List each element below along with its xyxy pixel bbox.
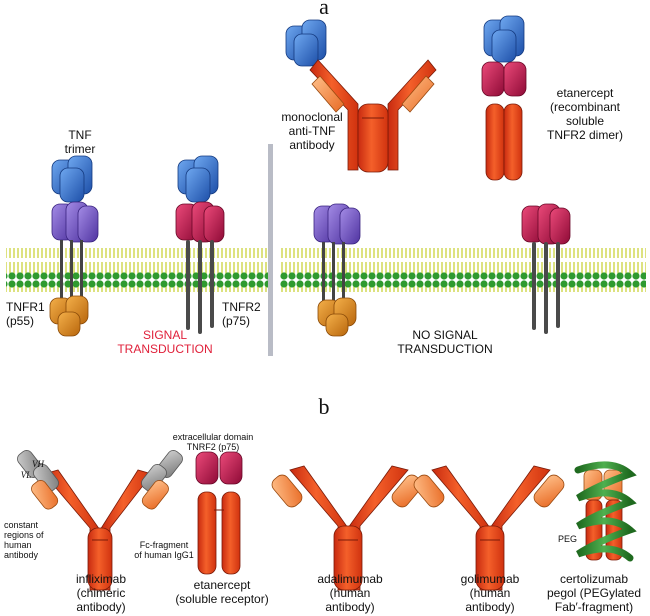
- infliximab-antibody: [17, 450, 183, 591]
- constant-regions-label: constant regions of human antibody: [4, 520, 44, 560]
- etanercept-b-label: etanercept (soluble receptor): [175, 578, 269, 606]
- panel-a-letter: a: [319, 0, 329, 19]
- extracellular-label: extracellular domain TNRF2 (p75): [172, 432, 254, 452]
- peg-label: PEG: [558, 534, 578, 544]
- certolizumab-label: certolizumab pegol (PEGylated Fab′-fragm…: [546, 572, 642, 614]
- etanercept-molecule: [195, 451, 243, 575]
- golimumab-antibody: [413, 465, 565, 591]
- tnfr1-receptor: [49, 201, 99, 337]
- panel-b-letter: b: [318, 394, 330, 419]
- signal-transduction-label: SIGNAL TRANSDUCTION: [117, 328, 213, 356]
- infliximab-label: infliximab (chimeric antibody): [75, 572, 126, 614]
- tnf-trimer-left: [51, 155, 93, 203]
- adalimumab-antibody: [271, 465, 423, 591]
- tnf-trimer-right: [177, 155, 219, 203]
- vl-label: VL: [20, 470, 32, 480]
- fc-fragment-label: Fc-fragment of human IgG1: [134, 540, 194, 560]
- tnfr2-label: TNFR2 (p75): [222, 300, 261, 328]
- etanercept-tnf-complex: [481, 15, 527, 181]
- membrane-left: [6, 248, 268, 292]
- panel-divider: [268, 144, 273, 356]
- tnf-trimer-label: TNF trimer: [64, 128, 96, 156]
- no-signal-label: NO SIGNAL TRANSDUCTION: [397, 328, 493, 356]
- tnfr2-receptor: [175, 201, 225, 334]
- certolizumab-molecule: [574, 461, 637, 562]
- vh-label: VH: [32, 459, 44, 469]
- monoclonal-label: monoclonal anti-TNF antibody: [281, 110, 343, 152]
- monoclonal-antibody-tnf: [285, 19, 437, 173]
- adalimumab-label: adalimumab (human antibody): [317, 572, 383, 614]
- tnfr1-free: [313, 203, 361, 337]
- golimumab-label: golimumab (human antibody): [460, 572, 520, 614]
- membrane-right: [280, 248, 646, 292]
- etanercept-label: etanercept (recombinant soluble TNFR2 di…: [546, 86, 623, 142]
- tnfr1-label: TNFR1 (p55): [6, 300, 45, 328]
- tnfr2-free: [521, 203, 571, 334]
